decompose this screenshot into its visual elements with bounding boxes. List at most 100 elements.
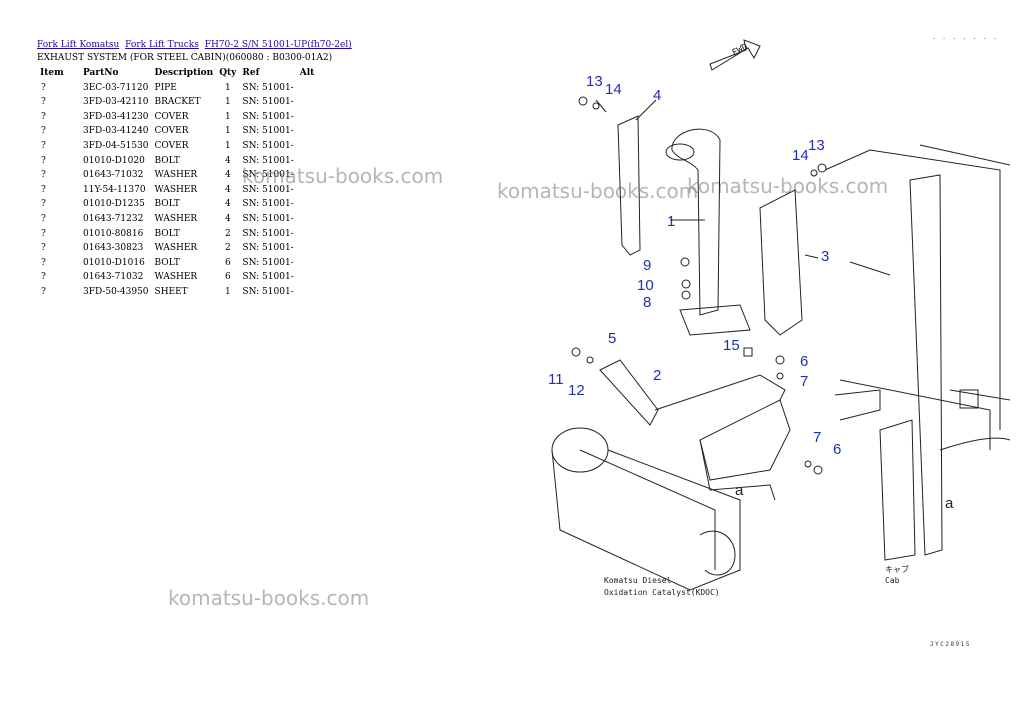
callout-12: 12 bbox=[568, 382, 585, 399]
callout-a: a bbox=[735, 482, 744, 499]
breadcrumb-link-model[interactable]: FH70-2 S/N 51001-UP(fh70-2el) bbox=[204, 40, 352, 50]
breadcrumb-link-trucks[interactable]: Fork Lift Trucks bbox=[125, 40, 199, 50]
breadcrumb: Fork Lift Komatsu Fork Lift Trucks FH70-… bbox=[37, 40, 355, 50]
cell-alt bbox=[297, 212, 318, 227]
cell-item: ? bbox=[41, 82, 46, 93]
cell-item: ? bbox=[41, 111, 46, 122]
cell-partno: 3FD-03-42110 bbox=[83, 97, 149, 108]
callout-14: 14 bbox=[605, 81, 622, 98]
callout-14b: 14 bbox=[792, 147, 809, 164]
cell-partno: 01643-30823 bbox=[83, 243, 144, 254]
col-header-partno: PartNo bbox=[83, 68, 119, 78]
cell-alt bbox=[297, 227, 318, 242]
bolt-6-icon bbox=[775, 355, 785, 365]
bolt-9-icon bbox=[680, 257, 690, 267]
callout-7b: 7 bbox=[813, 429, 821, 446]
bracket-2-shape bbox=[654, 374, 791, 481]
callout-2: 2 bbox=[653, 367, 661, 384]
table-header-row: Item PartNo Description Qty Ref Alt bbox=[37, 66, 317, 81]
cab-frame-shape bbox=[824, 149, 1001, 430]
cell-item: ? bbox=[41, 155, 46, 166]
cell-ref: SN: 51001- bbox=[242, 286, 294, 297]
bolt-11-icon bbox=[571, 347, 581, 357]
cell-description: COVER bbox=[154, 126, 189, 137]
washer-7b-icon bbox=[804, 460, 812, 468]
cell-qty: 1 bbox=[224, 286, 231, 297]
cell-ref: SN: 51001- bbox=[242, 82, 294, 93]
callout-10: 10 bbox=[637, 277, 654, 294]
col-header-alt: Alt bbox=[299, 68, 315, 78]
cell-description: SHEET bbox=[154, 286, 188, 297]
callout-15: 15 bbox=[723, 337, 740, 354]
cell-alt bbox=[297, 285, 318, 300]
cell-description: WASHER bbox=[154, 272, 198, 283]
washer-10-icon bbox=[681, 279, 691, 289]
cell-item: ? bbox=[41, 97, 46, 108]
cell-description: PIPE bbox=[154, 82, 177, 93]
cover-3-shape bbox=[759, 189, 803, 336]
col-header-item: Item bbox=[40, 68, 64, 78]
cell-ref: SN: 51001- bbox=[242, 155, 294, 166]
cell-description: BOLT bbox=[154, 199, 180, 210]
breadcrumb-link-komatsu[interactable]: Fork Lift Komatsu bbox=[37, 40, 120, 50]
callout-13: 13 bbox=[586, 73, 603, 90]
cell-description: WASHER bbox=[154, 243, 198, 254]
corner-code: . . . . . . . bbox=[932, 34, 999, 41]
cell-partno: 01010-D1235 bbox=[83, 199, 145, 210]
bolt-13b-icon bbox=[817, 163, 827, 173]
cell-ref: SN: 51001- bbox=[242, 213, 294, 224]
cell-item: ? bbox=[41, 257, 46, 268]
cell-item: ? bbox=[41, 272, 46, 283]
cell-description: BRACKET bbox=[154, 97, 201, 108]
callout-6: 6 bbox=[800, 353, 808, 370]
callout-4: 4 bbox=[653, 87, 661, 104]
cab-label-jp: キャブ bbox=[885, 564, 909, 574]
cell-description: WASHER bbox=[154, 213, 198, 224]
cell-partno: 01010-80816 bbox=[83, 228, 144, 239]
cell-ref: SN: 51001- bbox=[242, 97, 294, 108]
cell-alt bbox=[297, 95, 318, 110]
cell-qty: 2 bbox=[224, 228, 231, 239]
cell-description: WASHER bbox=[154, 170, 198, 181]
cell-partno: 3FD-03-41230 bbox=[83, 111, 149, 122]
cell-alt bbox=[297, 270, 318, 285]
cell-qty: 1 bbox=[224, 82, 231, 93]
cell-partno: 01643-71232 bbox=[83, 213, 144, 224]
cell-ref: SN: 51001- bbox=[242, 228, 294, 239]
fwd-arrow-icon bbox=[709, 39, 761, 71]
cell-ref: SN: 51001- bbox=[242, 184, 294, 195]
cell-item: ? bbox=[41, 140, 46, 151]
callout-8: 8 bbox=[643, 294, 651, 311]
cell-partno: 3EC-03-71120 bbox=[83, 82, 149, 93]
cell-qty: 6 bbox=[224, 272, 231, 283]
cover-5-shape bbox=[599, 359, 659, 426]
callout-13b: 13 bbox=[808, 137, 825, 154]
cell-description: BOLT bbox=[154, 257, 180, 268]
kdoc-label-line2: Oxidation Catalyst(KDOC) bbox=[604, 588, 720, 597]
cell-item: ? bbox=[41, 170, 46, 181]
cell-ref: SN: 51001- bbox=[242, 243, 294, 254]
washer-14-icon bbox=[592, 102, 600, 110]
callout-a-right: a bbox=[945, 495, 954, 512]
washer-12-icon bbox=[586, 356, 594, 364]
cell-partno: 11Y-54-11370 bbox=[83, 184, 146, 195]
cab-label-en: Cab bbox=[885, 576, 900, 585]
exhaust-system-diagram: 13 14 4 1 9 10 8 5 15 6 7 2 11 12 13 14 … bbox=[548, 39, 1010, 597]
cell-partno: 01643-71032 bbox=[83, 272, 144, 283]
cell-item: ? bbox=[41, 126, 46, 137]
drawing-code: JYC28915 bbox=[930, 641, 971, 648]
cell-item: ? bbox=[41, 243, 46, 254]
cell-alt bbox=[297, 197, 318, 212]
